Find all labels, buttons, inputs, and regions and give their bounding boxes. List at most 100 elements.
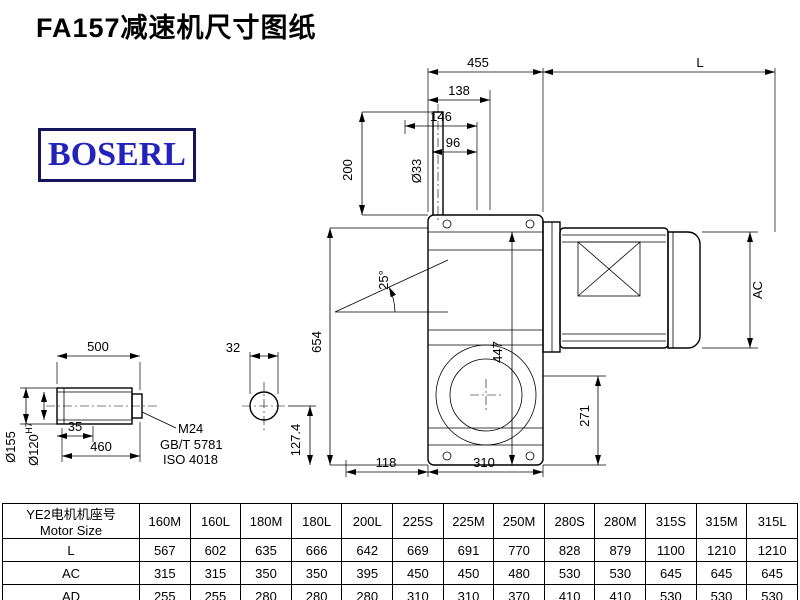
col-header: 160L — [189, 503, 242, 539]
dim-310: 310 — [428, 455, 543, 475]
cell: 450 — [442, 561, 495, 585]
cell: 480 — [493, 561, 545, 585]
dim-96-label: 96 — [446, 135, 460, 150]
dia155-label: Ø155 — [3, 431, 18, 463]
corner-line2: Motor Size — [39, 523, 103, 538]
cell: 280 — [341, 584, 394, 600]
std-gb-label: GB/T 5781 — [160, 437, 223, 452]
dim-455-label: 455 — [467, 55, 489, 70]
dim-146-label: 146 — [430, 109, 452, 124]
dim-460: 460 — [62, 439, 140, 459]
dim-32-label: 32 — [226, 340, 240, 355]
angle-25-label: 25° — [376, 270, 391, 290]
dim-127: 127.4 — [288, 406, 313, 465]
col-header: 315L — [746, 503, 798, 539]
dim-500: 500 — [57, 339, 140, 359]
cell: 255 — [139, 584, 191, 600]
dim-455: 455 — [428, 55, 543, 75]
cell: 1100 — [645, 538, 697, 562]
dim-118: 118 — [346, 455, 428, 475]
thread-callout: M24 GB/T 5781 ISO 4018 — [141, 411, 223, 467]
cell: 645 — [746, 561, 798, 585]
dim-35-label: 35 — [68, 419, 82, 434]
cell: 669 — [392, 538, 444, 562]
table-row-AC: AC 315 315 350 350 395 450 450 480 530 5… — [2, 561, 798, 585]
col-header: 180M — [240, 503, 292, 539]
cell: 450 — [392, 561, 444, 585]
cell: 530 — [746, 584, 798, 600]
thread-label: M24 — [178, 421, 203, 436]
cell: 530 — [543, 561, 596, 585]
corner-line1: YE2电机机座号 — [26, 507, 116, 522]
cell: 530 — [645, 584, 697, 600]
dia120-label: Ø120 — [26, 434, 41, 466]
cell: 879 — [594, 538, 647, 562]
cell: 645 — [695, 561, 748, 585]
dim-138: 138 — [428, 83, 490, 103]
row-label: L — [2, 538, 140, 562]
terminal-box — [577, 241, 641, 297]
col-header: 280M — [594, 503, 647, 539]
cell: 1210 — [695, 538, 748, 562]
dim-127-label: 127.4 — [288, 424, 303, 457]
dim-96: 96 — [432, 135, 477, 155]
cell: 370 — [493, 584, 545, 600]
cell: 410 — [594, 584, 647, 600]
dim-L: L — [543, 55, 775, 75]
dim-118-label: 118 — [376, 455, 397, 470]
dim-271-label: 271 — [577, 405, 592, 427]
dim-200: 200 — [340, 112, 365, 215]
table-corner-header: YE2电机机座号 Motor Size — [2, 503, 140, 539]
motor-assembly — [542, 221, 701, 353]
dim-AC: AC — [747, 232, 765, 348]
output-bore — [435, 344, 537, 446]
dim-271: 271 — [577, 376, 601, 465]
dim-310-label: 310 — [473, 455, 495, 470]
brand-logo-text: BOSERL — [48, 136, 186, 173]
cell: 255 — [189, 584, 242, 600]
dim-dia155: Ø155 — [3, 388, 29, 463]
cell: 315 — [189, 561, 242, 585]
table-row-L: L 567 602 635 666 642 669 691 770 828 87… — [2, 538, 798, 562]
col-header: 250M — [493, 503, 545, 539]
dim-138-label: 138 — [448, 83, 470, 98]
cell: 395 — [341, 561, 394, 585]
cell: 1210 — [746, 538, 798, 562]
dim-500-label: 500 — [87, 339, 109, 354]
col-header: 160M — [139, 503, 191, 539]
motor-size-table: YE2电机机座号 Motor Size 160M 160L 180M 180L … — [2, 503, 798, 600]
cell: 315 — [139, 561, 191, 585]
cell: 280 — [240, 584, 292, 600]
cell: 666 — [290, 538, 343, 562]
col-header: 225S — [392, 503, 444, 539]
dim-654-label: 654 — [309, 331, 324, 353]
page-title: FA157减速机尺寸图纸 — [36, 13, 317, 43]
cell: 530 — [695, 584, 748, 600]
gearbox-body — [427, 214, 544, 466]
cell: 310 — [442, 584, 495, 600]
cell: 770 — [493, 538, 545, 562]
key-section-circle — [242, 382, 288, 430]
cell: 642 — [341, 538, 394, 562]
brand-logo: BOSERL — [38, 128, 196, 182]
col-header: 315S — [645, 503, 697, 539]
dim-200-label: 200 — [340, 159, 355, 181]
cell: 635 — [240, 538, 292, 562]
dim-654: 654 — [309, 228, 333, 465]
cell: 280 — [290, 584, 343, 600]
cell: 310 — [392, 584, 444, 600]
table-header-row: YE2电机机座号 Motor Size 160M 160L 180M 180L … — [2, 503, 798, 539]
extension-lines-top — [404, 68, 776, 232]
cell: 567 — [139, 538, 191, 562]
table-row-AD: AD 255 255 280 280 280 310 310 370 410 4… — [2, 584, 798, 600]
cell: 410 — [543, 584, 596, 600]
shaft-detail: 500 35 460 Ø155 Ø120 — [3, 339, 313, 467]
std-iso-label: ISO 4018 — [163, 452, 218, 467]
dim-dia120: Ø120 H7 — [24, 392, 47, 466]
cell: 602 — [189, 538, 242, 562]
dim-AC-label: AC — [750, 281, 765, 299]
col-header: 200L — [341, 503, 394, 539]
shaft-body — [46, 387, 158, 425]
input-shaft — [432, 104, 444, 222]
